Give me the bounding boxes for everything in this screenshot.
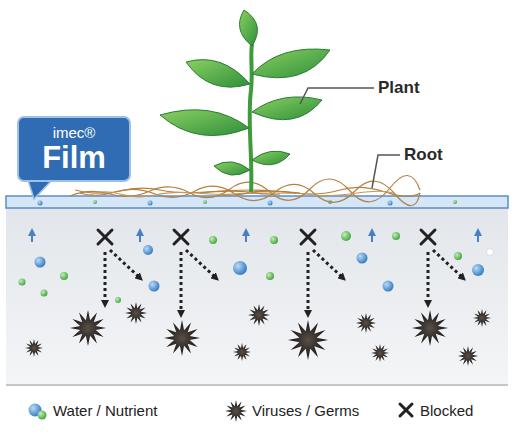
- leaf: [214, 162, 250, 175]
- blocked-sample: [400, 404, 412, 416]
- leader-line: [372, 155, 400, 188]
- nutrient-sample: [38, 411, 47, 420]
- dashed-arrows: [105, 250, 463, 314]
- nutrient-ball: [41, 290, 48, 297]
- germ-large: [288, 320, 328, 360]
- germ-sample: [225, 400, 247, 422]
- dashed-arrow: [186, 250, 216, 278]
- nutrient-ball: [270, 236, 278, 244]
- nutrient-dot: [203, 200, 207, 204]
- nutrient-dot: [453, 200, 457, 204]
- plant: [160, 10, 330, 192]
- leaf: [252, 49, 330, 78]
- dashed-arrow: [104, 252, 107, 304]
- part-label: Plant: [378, 78, 420, 98]
- germs: [25, 302, 491, 366]
- up-arrow: [245, 232, 247, 242]
- water-ball: [143, 245, 153, 255]
- leader-line: [300, 88, 374, 104]
- product-name: Film: [42, 141, 106, 174]
- x-stroke: [421, 230, 435, 244]
- water-dot: [38, 201, 43, 206]
- up-arrow: [139, 232, 141, 242]
- water-ball: [357, 253, 368, 264]
- blocked-mark: [98, 230, 435, 244]
- x-stroke: [174, 230, 188, 244]
- dashed-arrow: [110, 250, 140, 278]
- germ-small: [458, 346, 478, 366]
- germ-small: [248, 304, 270, 326]
- substrate: [6, 207, 508, 385]
- particles: [19, 231, 494, 303]
- x-stroke: [98, 230, 112, 244]
- up-arrow: [371, 232, 373, 242]
- up-arrow: [31, 232, 33, 242]
- water-ball: [487, 249, 494, 256]
- dashed-arrow: [427, 252, 430, 304]
- water-dot: [148, 201, 153, 206]
- legend-text: Water / Nutrient: [53, 402, 157, 419]
- water-ball: [149, 281, 160, 292]
- germ-small: [125, 302, 147, 324]
- water-dot: [268, 201, 273, 206]
- film-dots: [38, 200, 458, 206]
- up-arrows: [32, 232, 478, 242]
- water-ball: [35, 257, 46, 268]
- x-stroke: [174, 230, 188, 244]
- leaf: [160, 110, 249, 136]
- brand-name: imec®: [53, 124, 96, 141]
- root-line: [75, 187, 420, 196]
- germ-large: [412, 310, 448, 346]
- film-layer: [6, 196, 508, 208]
- x-stroke: [400, 404, 412, 416]
- germ-small: [233, 343, 251, 361]
- up-arrow: [477, 232, 479, 242]
- nutrient-ball: [115, 297, 121, 303]
- germ-small: [356, 313, 376, 333]
- leaf: [240, 10, 258, 46]
- part-label: Root: [404, 145, 443, 165]
- germ-large: [164, 320, 200, 356]
- nutrient-ball: [392, 232, 400, 240]
- legend-text: Blocked: [420, 402, 473, 419]
- nutrient-dot: [93, 200, 97, 204]
- x-stroke: [98, 230, 112, 244]
- water-ball: [383, 281, 394, 292]
- nutrient-ball: [19, 279, 26, 286]
- dashed-arrow: [313, 250, 343, 278]
- root-line: [90, 191, 395, 197]
- leaf: [252, 151, 290, 165]
- water-ball: [472, 264, 484, 276]
- nutrient-ball: [341, 231, 351, 241]
- legend-samples: [29, 400, 413, 422]
- germ-small: [25, 339, 43, 357]
- blocked-paths: [98, 230, 463, 314]
- x-stroke: [301, 230, 315, 244]
- x-stroke: [421, 230, 435, 244]
- substrate-edge: [6, 384, 508, 386]
- nutrient-ball: [60, 272, 68, 280]
- nutrient-ball: [209, 236, 217, 244]
- leaf: [186, 60, 250, 88]
- germ-large: [70, 310, 106, 346]
- nutrient-ball: [266, 272, 274, 280]
- dashed-arrow: [307, 252, 310, 314]
- x-stroke: [301, 230, 315, 244]
- water-dot: [388, 201, 393, 206]
- x-stroke: [400, 404, 412, 416]
- legend-text: Viruses / Germs: [252, 402, 359, 419]
- germ-small: [473, 309, 491, 327]
- dashed-arrow: [180, 252, 183, 314]
- leaf: [252, 97, 322, 120]
- germ-small: [371, 344, 389, 362]
- nutrient-ball: [454, 252, 462, 260]
- callout-box: imec®Film: [17, 116, 131, 182]
- water-ball: [233, 261, 247, 275]
- callout-tail: [28, 180, 52, 199]
- dashed-arrow: [433, 250, 463, 278]
